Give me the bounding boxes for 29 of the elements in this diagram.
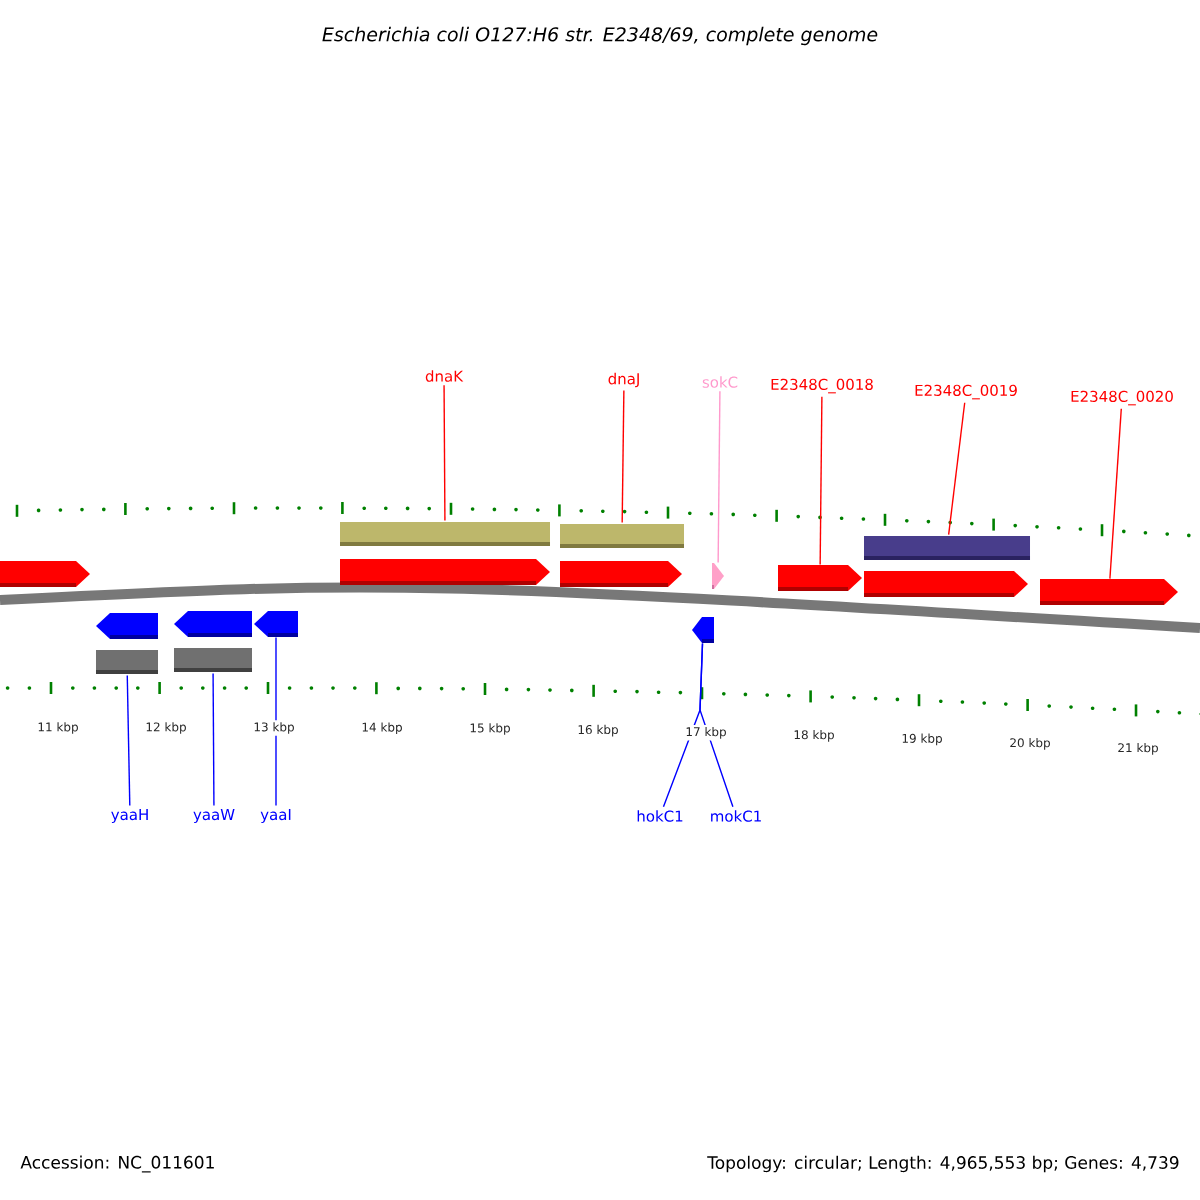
gene-pentagon xyxy=(692,617,714,643)
gene-bar xyxy=(174,648,252,672)
gene-pentagon xyxy=(1040,579,1178,605)
leader-line xyxy=(699,642,734,808)
leader-line xyxy=(819,396,823,566)
gene-pentagon xyxy=(560,561,682,587)
gene-pentagon xyxy=(340,559,550,585)
gene-pentagon xyxy=(254,611,298,637)
leader-line xyxy=(126,674,131,807)
leader-line xyxy=(275,636,277,807)
leader-line xyxy=(621,389,625,524)
leader-line xyxy=(947,402,966,536)
gene-bar xyxy=(340,522,550,546)
gene-bar xyxy=(560,524,684,548)
gene-pentagon xyxy=(0,561,90,587)
gene-pentagon xyxy=(96,613,158,639)
leader-line xyxy=(443,384,446,522)
title: Escherichia coli O127:H6 str. E2348/69, complete genome xyxy=(322,26,878,46)
gene-bar xyxy=(864,536,1030,560)
genome-info-note: Topology: circular; Length: 4,965,553 bp; Genes: 4,739 xyxy=(707,1155,1179,1173)
gene-pentagon xyxy=(174,611,252,637)
leader-line xyxy=(1109,408,1122,580)
gene-pentagon xyxy=(712,563,724,589)
leader-line xyxy=(717,390,721,564)
gene-bar xyxy=(96,650,158,674)
gene-pentagon xyxy=(778,565,862,591)
accession-note: Accession: NC_011601 xyxy=(20,1155,214,1173)
gene-pentagon xyxy=(864,571,1028,597)
leader-line xyxy=(212,672,215,807)
